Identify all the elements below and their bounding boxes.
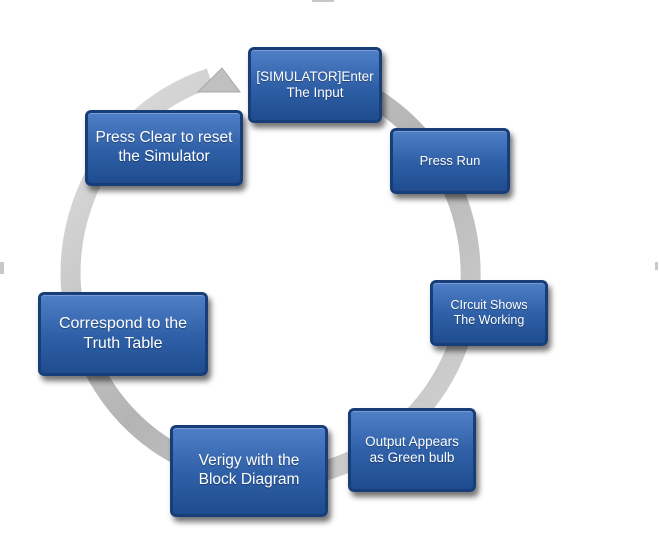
step-label: Press Clear to reset the Simulator: [95, 129, 233, 165]
step-output-green-bulb: Output Appears as Green bulb: [348, 408, 476, 492]
step-label: [SIMULATOR]Enter The Input: [256, 68, 374, 100]
step-press-run: Press Run: [390, 128, 510, 194]
left-edge-mark: [0, 262, 4, 274]
step-label: Correspond to the Truth Table: [58, 315, 188, 352]
top-edge-mark: [312, 0, 334, 2]
step-label: Verigy with the Block Diagram: [198, 452, 300, 488]
step-verify-block-diagram: Verigy with the Block Diagram: [170, 425, 328, 517]
step-enter-input: [SIMULATOR]Enter The Input: [248, 47, 382, 123]
step-truth-table: Correspond to the Truth Table: [38, 292, 208, 376]
right-edge-mark: [655, 262, 658, 270]
step-label: CIrcuit Shows The Working: [450, 297, 528, 327]
step-press-clear: Press Clear to reset the Simulator: [85, 110, 243, 186]
step-label: Output Appears as Green bulb: [365, 433, 459, 465]
cycle-arrowhead-icon: [196, 67, 241, 93]
step-label: Press Run: [419, 153, 481, 169]
step-circuit-shows-working: CIrcuit Shows The Working: [430, 280, 548, 346]
